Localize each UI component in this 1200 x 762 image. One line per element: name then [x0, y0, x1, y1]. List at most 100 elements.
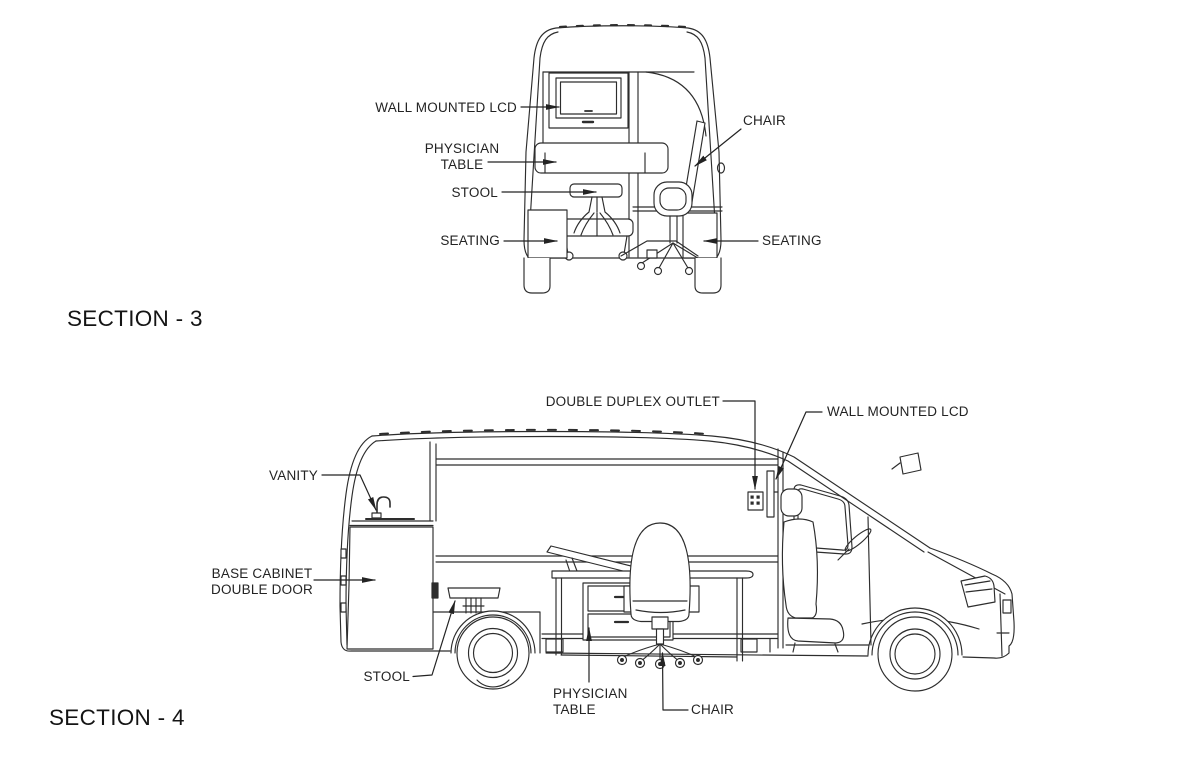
label-seating-right: SEATING [762, 233, 822, 248]
chair-seat-inner [659, 187, 687, 211]
rear-wheel-left [523, 257, 551, 294]
van-side-inner-roof [375, 435, 925, 553]
label-seating-left: SEATING [440, 233, 500, 248]
front-rim-inner [894, 633, 936, 675]
van-rear-inner-wall-lines [528, 31, 717, 239]
label-chair-side: CHAIR [691, 702, 735, 717]
label-wall-mounted-lcd-rear: WALL MOUNTED LCD [375, 100, 517, 115]
label-physician-table-rear: PHYSICIAN TABLE [410, 141, 514, 172]
desk-right-panel [736, 577, 744, 662]
leader-chair [694, 128, 742, 167]
van-side-view-drawing [339, 428, 1015, 692]
label-double-duplex-outlet: DOUBLE DUPLEX OUTLET [545, 394, 720, 409]
vanity-wall [429, 441, 437, 522]
duplex-outlet-receptacles [750, 495, 760, 505]
side-mirror [899, 452, 922, 475]
label-stool-side: STOOL [363, 669, 410, 684]
van-side-bottom-line [545, 652, 869, 657]
rear-tire-detail-arc [476, 679, 510, 688]
label-base-cabinet-double-door: BASE CABINET DOUBLE DOOR [201, 566, 323, 597]
lcd-screen-rear-view [559, 81, 618, 115]
driver-seat-base [792, 642, 839, 653]
van-side-roof-dashes [379, 428, 708, 435]
chair-backrest-seams [632, 600, 688, 614]
laptop-arm [546, 545, 640, 575]
desk-bottom-rail [560, 654, 738, 658]
vanity-faucet-base [371, 512, 382, 519]
hitch-detail [646, 249, 658, 259]
label-base-cabinet-line2: DOUBLE DOOR [211, 581, 313, 597]
vanity-faucet [376, 496, 391, 519]
seating-box-left [527, 209, 568, 259]
leader-wall-mounted-lcd-side [775, 411, 823, 480]
chair-caster [684, 266, 694, 276]
door-hinge-mark [340, 548, 347, 559]
lcd-frame-rear-view [555, 77, 622, 119]
leader-chair-side [659, 652, 689, 711]
leader-double-duplex-outlet [722, 400, 758, 490]
label-wall-mounted-lcd-side: WALL MOUNTED LCD [827, 404, 969, 419]
label-chair-rear: CHAIR [743, 113, 787, 128]
steering-column [837, 548, 850, 561]
driver-seat-back [781, 518, 819, 619]
chair-backrest-side-view [629, 522, 691, 623]
rear-rim-inner [472, 632, 514, 674]
leader-vanity [321, 474, 377, 511]
drawer-bottom [587, 613, 671, 638]
stool-seat-rear-view [569, 183, 623, 198]
desk-left-panel [555, 577, 563, 656]
label-vanity: VANITY [269, 468, 318, 483]
leader-stool-side [412, 600, 456, 678]
chair-caster [653, 266, 663, 276]
rear-bumper-step [620, 240, 699, 257]
underbody-strut [740, 638, 758, 653]
stool-seat-side-view [447, 587, 501, 599]
van-rear-view-drawing [523, 24, 726, 294]
van-rear-body-outline [523, 25, 722, 259]
label-physician-table-side-line1: PHYSICIAN [553, 686, 628, 701]
chair-caster [636, 261, 646, 271]
driver-headrest [780, 488, 803, 517]
door-front-edge [867, 516, 872, 646]
rear-wheel-housing [432, 611, 541, 654]
front-rim-outer [889, 628, 941, 680]
base-cabinet [346, 526, 434, 650]
chair-post-rear-view [669, 215, 678, 244]
label-physician-table-side-line2: TABLE [553, 701, 596, 717]
upper-wall-band [435, 458, 779, 466]
stool-post-side-view [462, 597, 485, 614]
chair-piston [651, 616, 669, 630]
side-view-leader-lines [313, 400, 823, 711]
rear-wheel-right [694, 257, 722, 294]
front-bumper-seams [996, 593, 1010, 657]
label-physician-table-side: PHYSICIAN TABLE [553, 686, 643, 717]
side-mirror-arm [891, 462, 901, 470]
wall-switch [431, 582, 439, 599]
driver-seat-cushion [787, 617, 845, 644]
duplex-outlet-box [747, 491, 764, 511]
stool-legs-rear-view [573, 196, 621, 237]
headlight-detail-lines [964, 580, 993, 593]
front-fender-arch-inner [871, 611, 959, 656]
rear-door-handle [716, 162, 726, 174]
rear-rim-outer [467, 627, 519, 679]
van-side-roof-outline [371, 430, 931, 549]
rear-view-leader-lines [487, 104, 759, 244]
section-3-title: SECTION - 3 [67, 306, 203, 331]
vanity-counter [349, 520, 434, 527]
label-physician-table-rear-line1: PHYSICIAN [424, 141, 500, 156]
chair-stem [655, 628, 665, 645]
door-hinge-mark [340, 602, 347, 613]
label-base-cabinet-line1: BASE CABINET [211, 566, 313, 581]
front-tire [877, 616, 953, 692]
stool-bench-legs [564, 235, 628, 255]
steering-wheel [844, 528, 872, 552]
underbody-strut [545, 638, 564, 653]
label-stool-rear: STOOL [451, 185, 498, 200]
lcd-side-view [766, 470, 775, 518]
label-physician-table-rear-line2: TABLE [440, 156, 484, 172]
section-4-title: SECTION - 4 [49, 705, 185, 730]
stool-bench-base [558, 218, 634, 237]
